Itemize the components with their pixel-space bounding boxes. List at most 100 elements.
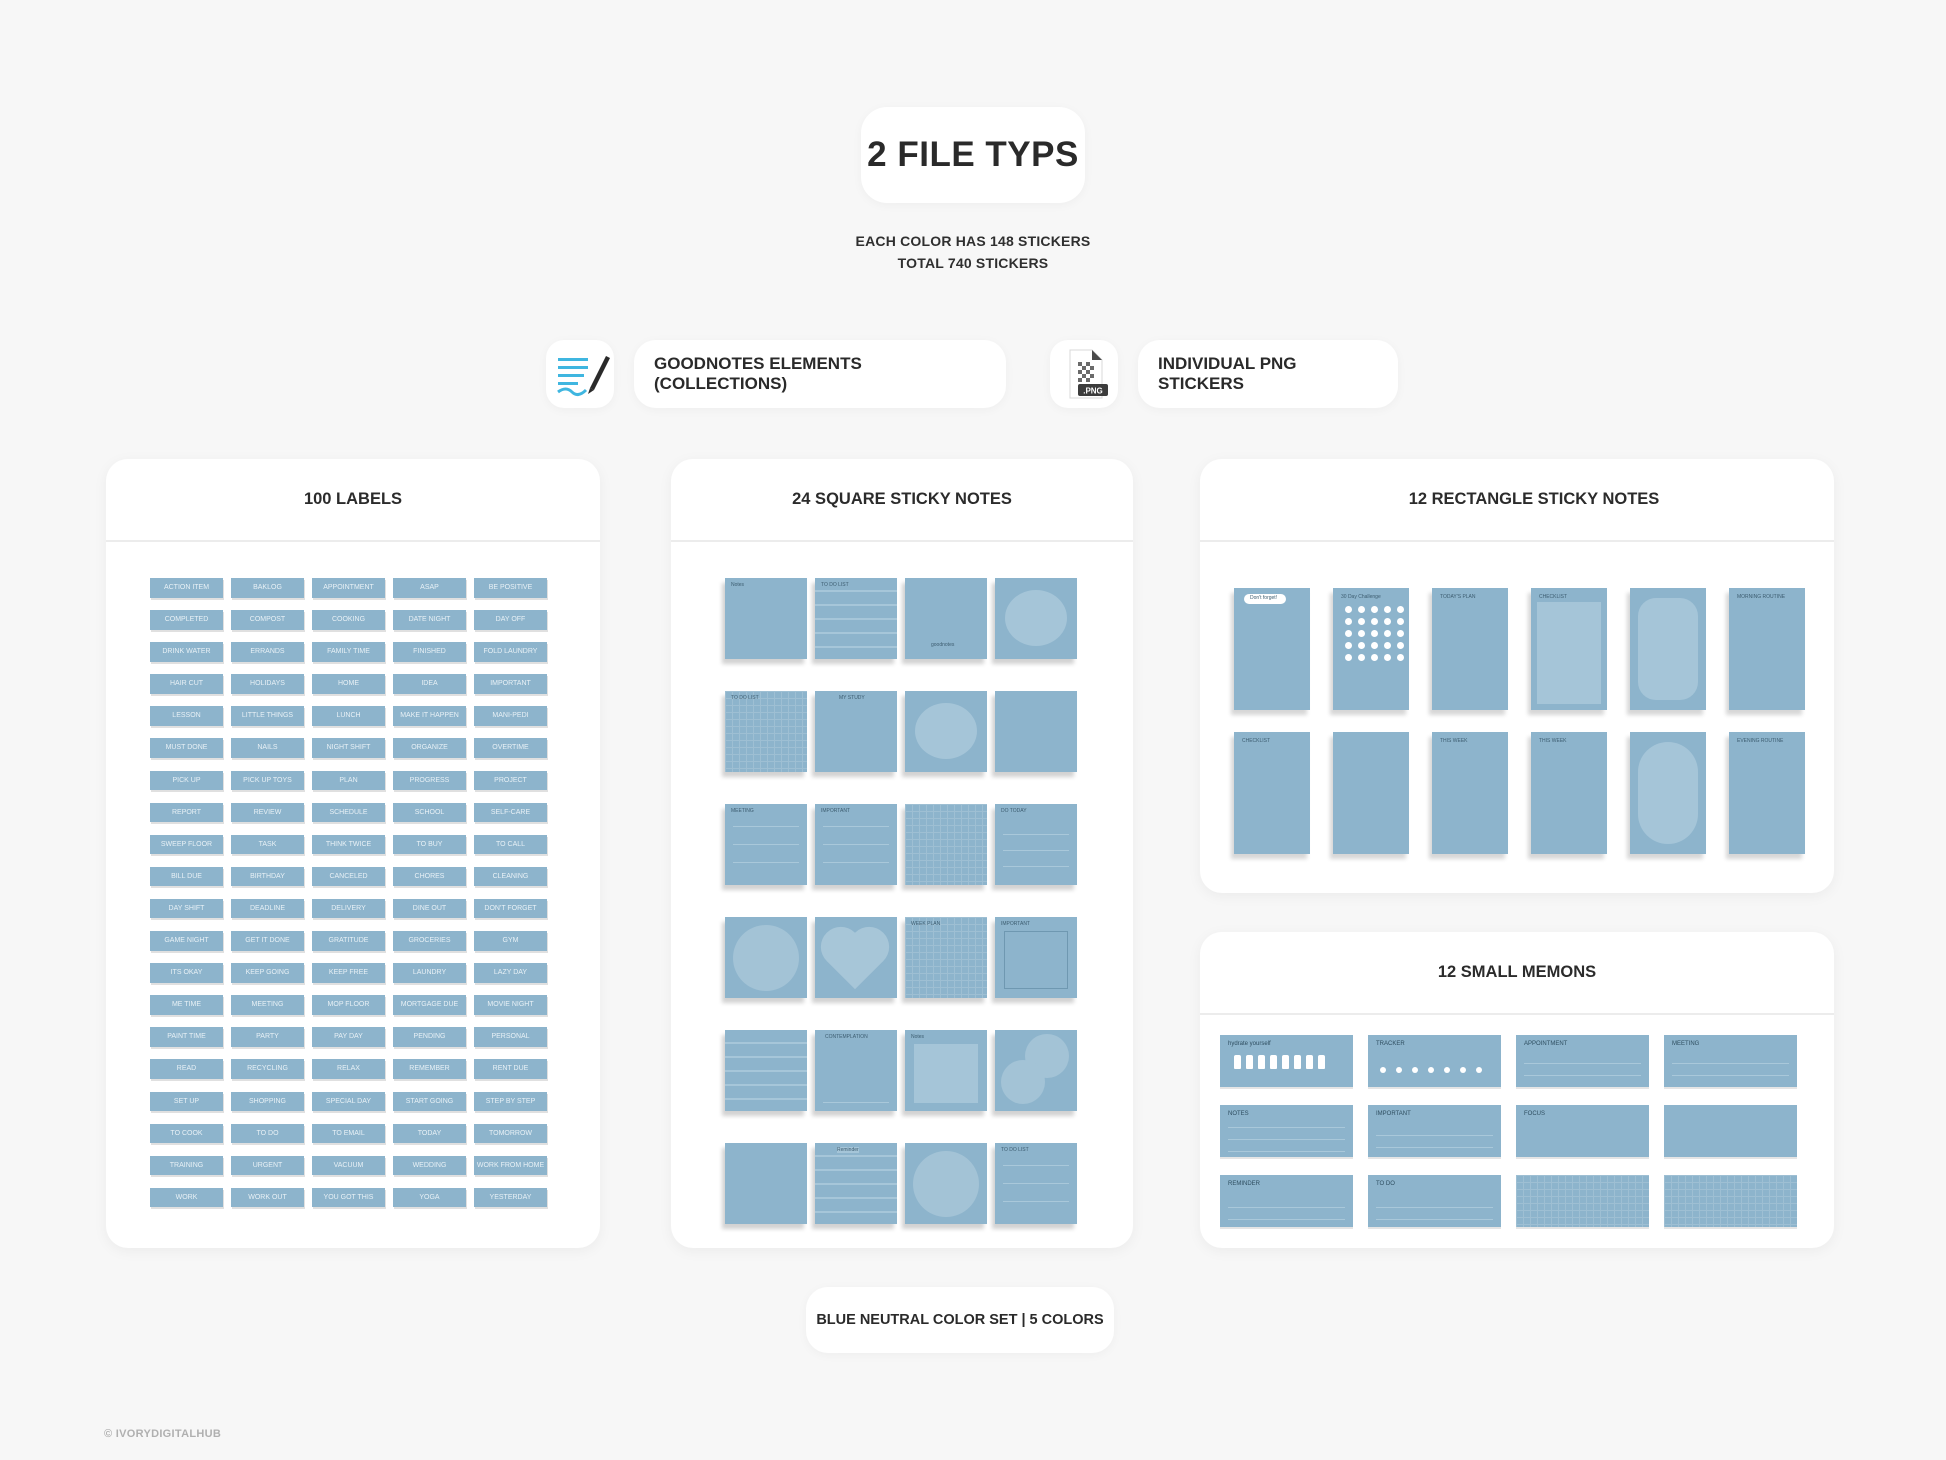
- label-sticker: GRATITUDE: [312, 931, 385, 951]
- label-sticker: FINISHED: [393, 642, 466, 662]
- label-sticker: TO CALL: [474, 834, 547, 855]
- labels-card-title: 100 LABELS: [106, 459, 600, 542]
- rectangle-note: MORNING ROUTINE: [1729, 588, 1805, 710]
- tracker-dots: [1380, 1067, 1482, 1073]
- memo: [1664, 1105, 1797, 1157]
- stickers-per-color: EACH COLOR HAS 148 STICKERS: [855, 233, 1091, 249]
- memo: NOTES: [1220, 1105, 1353, 1157]
- label-sticker: MAKE IT HAPPEN: [393, 706, 466, 726]
- title-pill: 2 FILE TYPS: [861, 107, 1085, 203]
- square-note: [995, 691, 1077, 772]
- label-sticker: DINE OUT: [393, 898, 466, 919]
- label-sticker: TO BUY: [393, 834, 466, 855]
- memo: TRACKER: [1368, 1035, 1501, 1087]
- label-sticker: RELAX: [312, 1059, 385, 1079]
- memo: IMPORTANT: [1368, 1105, 1501, 1157]
- label-sticker: LITTLE THINGS: [231, 706, 304, 726]
- label-sticker: RECYCLING: [231, 1059, 304, 1079]
- rectangle-note: TODAY'S PLAN: [1432, 588, 1508, 710]
- square-note: [905, 691, 987, 772]
- label-sticker: TO COOK: [150, 1123, 223, 1144]
- png-icon-pill: .PNG: [1050, 340, 1118, 408]
- label-sticker: MOVIE NIGHT: [474, 995, 547, 1015]
- memo: APPOINTMENT: [1516, 1035, 1649, 1087]
- label-sticker: ASAP: [393, 578, 466, 598]
- rectangle-note: [1333, 732, 1409, 854]
- square-note: [905, 1143, 987, 1224]
- label-sticker: START GOING: [393, 1091, 466, 1111]
- label-sticker: KEEP GOING: [231, 963, 304, 983]
- label-sticker: APPOINTMENT: [312, 578, 385, 598]
- label-sticker: THINK TWICE: [312, 834, 385, 855]
- label-sticker: TASK: [231, 834, 304, 855]
- memo: hydrate yourself: [1220, 1035, 1353, 1087]
- label-sticker: TRAINING: [150, 1155, 223, 1176]
- square-note: IMPORTANT: [995, 917, 1077, 998]
- square-note: [725, 1030, 807, 1111]
- label-sticker: COOKING: [312, 610, 385, 630]
- memos-card-title: 12 SMALL MEMONS: [1200, 932, 1834, 1015]
- square-notes-grid: Notes TO DO LIST goodnotes TO DO LIST MY…: [725, 578, 1077, 1224]
- label-sticker: LESSON: [150, 706, 223, 726]
- label-sticker: HOME: [312, 674, 385, 694]
- label-sticker: DEADLINE: [231, 898, 304, 919]
- label-sticker: GROCERIES: [393, 931, 466, 951]
- label-sticker: MANI-PEDI: [474, 706, 547, 726]
- square-note: IMPORTANT: [815, 804, 897, 885]
- label-sticker: WORK FROM HOME: [474, 1155, 547, 1176]
- memos-card: 12 SMALL MEMONS hydrate yourself TRACKER…: [1200, 932, 1834, 1248]
- label-sticker: PROGRESS: [393, 770, 466, 791]
- color-set-label: BLUE NEUTRAL COLOR SET | 5 COLORS: [816, 1312, 1104, 1328]
- square-note: MEETING: [725, 804, 807, 885]
- label-sticker: STEP BY STEP: [474, 1091, 547, 1111]
- page-title: 2 FILE TYPS: [867, 135, 1079, 174]
- label-sticker: COMPOST: [231, 610, 304, 630]
- label-sticker: YESTERDAY: [474, 1187, 547, 1208]
- square-note: goodnotes: [905, 578, 987, 659]
- label-sticker: PARTY: [231, 1027, 304, 1047]
- heart-shape: [826, 932, 884, 990]
- label-sticker: TO DO: [231, 1123, 304, 1144]
- label-sticker: PAY DAY: [312, 1027, 385, 1047]
- label-sticker: IDEA: [393, 674, 466, 694]
- label-sticker: BILL DUE: [150, 866, 223, 887]
- rectangle-note: THIS WEEK: [1432, 732, 1508, 854]
- label-sticker: NAILS: [231, 738, 304, 758]
- oval-shape: [1005, 590, 1067, 646]
- label-sticker: CANCELED: [312, 866, 385, 887]
- rectangle-notes-card: 12 RECTANGLE STICKY NOTES Don't forget! …: [1200, 459, 1834, 893]
- label-sticker: ME TIME: [150, 995, 223, 1015]
- label-sticker: DATE NIGHT: [393, 610, 466, 630]
- label-sticker: SHOPPING: [231, 1091, 304, 1111]
- label-sticker: LAZY DAY: [474, 963, 547, 983]
- label-sticker: WORK OUT: [231, 1187, 304, 1208]
- label-sticker: TODAY: [393, 1123, 466, 1144]
- rectangle-note: [1630, 588, 1706, 710]
- label-sticker: HAIR CUT: [150, 674, 223, 694]
- memos-grid: hydrate yourself TRACKER APPOINTMENT MEE…: [1220, 1035, 1797, 1227]
- label-sticker: PAINT TIME: [150, 1027, 223, 1047]
- goodnotes-elements-label: GOODNOTES ELEMENTS (COLLECTIONS): [654, 354, 862, 393]
- label-sticker: VACUUM: [312, 1155, 385, 1176]
- label-sticker: PROJECT: [474, 770, 547, 791]
- stickers-total: TOTAL 740 STICKERS: [897, 255, 1049, 271]
- rectangle-note: Don't forget!: [1234, 588, 1310, 710]
- label-sticker: KEEP FREE: [312, 963, 385, 983]
- label-sticker: YOGA: [393, 1187, 466, 1208]
- label-sticker: DAY OFF: [474, 610, 547, 630]
- memo: REMINDER: [1220, 1175, 1353, 1227]
- memo: MEETING: [1664, 1035, 1797, 1087]
- label-sticker: CLEANING: [474, 866, 547, 887]
- label-sticker: TO EMAIL: [312, 1123, 385, 1144]
- circle-shape: [733, 925, 799, 991]
- square-note: MY STUDY: [815, 691, 897, 772]
- label-sticker: NIGHT SHIFT: [312, 738, 385, 758]
- copyright: © IVORYDIGITALHUB: [104, 1428, 222, 1440]
- label-sticker: YOU GOT THIS: [312, 1187, 385, 1208]
- square-note: Reminder: [815, 1143, 897, 1224]
- label-sticker: LAUNDRY: [393, 963, 466, 983]
- square-note: Notes: [725, 578, 807, 659]
- png-badge: .PNG: [1083, 387, 1103, 396]
- label-sticker: GAME NIGHT: [150, 931, 223, 951]
- square-note: [995, 1030, 1077, 1111]
